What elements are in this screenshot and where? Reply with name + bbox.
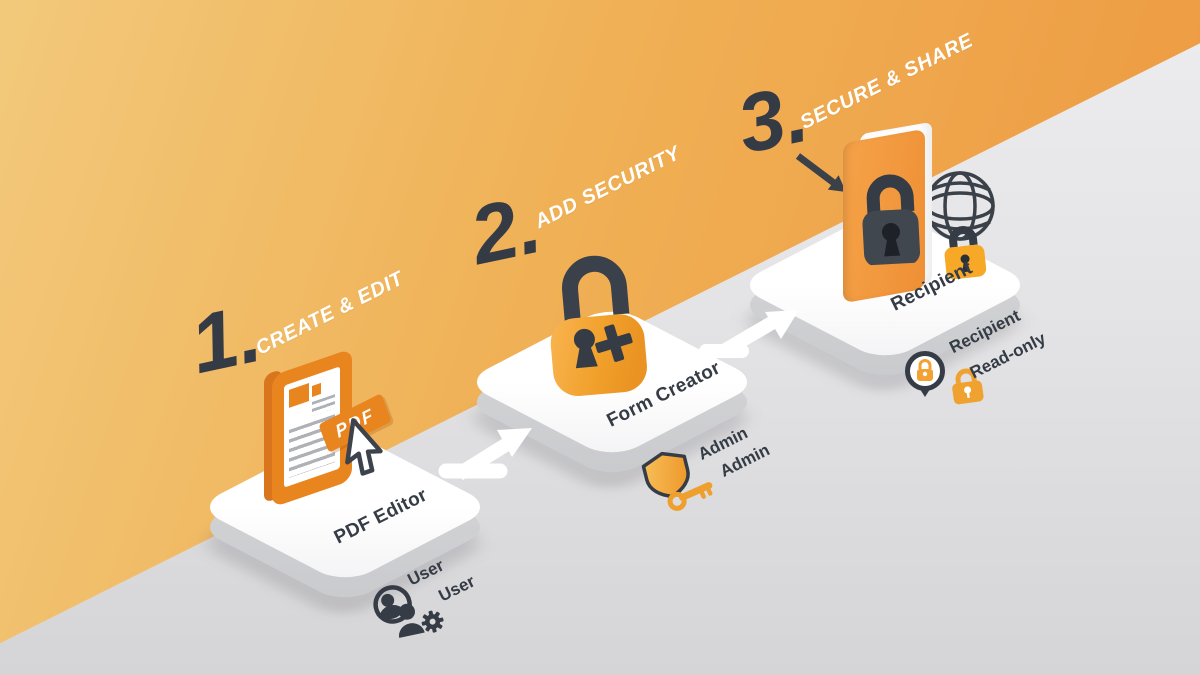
globe-lock-icon — [944, 226, 987, 280]
user-avatar-icon — [373, 585, 412, 624]
folder-lock-icon — [862, 174, 921, 266]
pointer-arrow-icon — [795, 153, 846, 192]
page-image-placeholder-small — [312, 382, 321, 397]
padlock-plus-icon — [550, 255, 647, 397]
cursor-icon — [345, 418, 383, 476]
page-image-placeholder — [289, 383, 309, 408]
page-text-lines-short — [312, 394, 335, 416]
recipient-pin-icon — [905, 351, 945, 397]
locked-folder-globe-icon — [788, 112, 1013, 307]
key-icon — [667, 482, 713, 511]
readonly-lock-icon — [952, 368, 984, 405]
pdf-document-icon: PDF — [256, 348, 411, 510]
user-gear-icon — [398, 603, 444, 638]
